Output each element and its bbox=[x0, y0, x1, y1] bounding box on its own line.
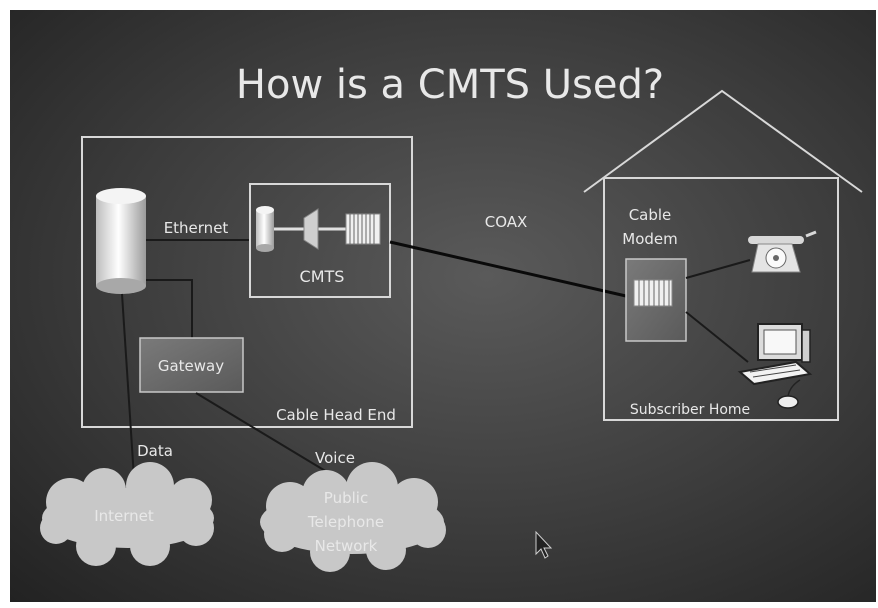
pstn-label-line3: Network bbox=[315, 537, 378, 555]
subscriber-home-box bbox=[603, 177, 839, 421]
telephone-icon bbox=[748, 230, 817, 273]
subscriber-home-label: Subscriber Home bbox=[630, 402, 750, 418]
data-label: Data bbox=[137, 442, 173, 460]
slide-title: How is a CMTS Used? bbox=[236, 62, 664, 108]
coax-cable-line bbox=[389, 240, 627, 298]
coax-label: COAX bbox=[485, 213, 528, 231]
pstn-label-line2: Telephone bbox=[307, 513, 384, 531]
data-line bbox=[121, 293, 135, 479]
internet-label: Internet bbox=[94, 507, 154, 525]
server-to-gateway-line bbox=[146, 279, 193, 338]
cable-modem-label-line2: Modem bbox=[622, 230, 677, 248]
internet-cloud-icon bbox=[40, 462, 214, 566]
server-cylinder-icon bbox=[96, 188, 146, 294]
mouse-cursor-icon bbox=[535, 530, 553, 559]
voice-label: Voice bbox=[315, 449, 355, 467]
ethernet-label: Ethernet bbox=[164, 219, 229, 237]
gateway-label: Gateway bbox=[158, 357, 224, 375]
computer-icon bbox=[737, 323, 813, 409]
modem-to-computer-line bbox=[685, 311, 749, 363]
cmts-label: CMTS bbox=[300, 267, 345, 286]
house-roof bbox=[583, 89, 863, 193]
cable-head-end-label: Cable Head End bbox=[276, 406, 396, 424]
cable-modem-icon bbox=[633, 279, 673, 307]
pstn-cloud-icon bbox=[260, 462, 446, 572]
pstn-label-line1: Public bbox=[324, 489, 368, 507]
cmts-box bbox=[249, 183, 391, 298]
modem-to-phone-line bbox=[685, 259, 751, 279]
cable-head-end-box bbox=[81, 136, 413, 428]
gateway-box bbox=[139, 337, 244, 393]
cable-modem-label-line1: Cable bbox=[629, 206, 672, 224]
cmts-equipment-icon bbox=[256, 206, 381, 252]
